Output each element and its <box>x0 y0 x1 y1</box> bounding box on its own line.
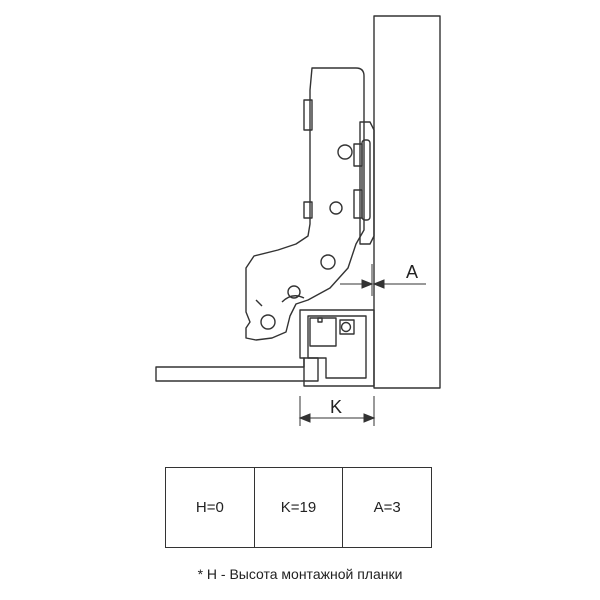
dimension-k <box>298 396 376 426</box>
hinge-arm <box>245 67 365 341</box>
pivot-screw-4 <box>287 285 301 299</box>
spec-cell-k: K=19 <box>253 467 344 548</box>
pivot-screw-3 <box>320 254 336 270</box>
door-panel <box>155 357 319 382</box>
cabinet-side-panel <box>373 15 441 389</box>
spec-cell-h: H=0 <box>165 467 255 548</box>
mounting-plate <box>299 309 375 387</box>
spec-cell-a: A=3 <box>342 467 432 548</box>
dimension-k-label: K <box>330 397 342 417</box>
hinge-mounting-diagram: A K <box>155 15 441 426</box>
dimension-a <box>340 264 426 296</box>
adjustment-plate <box>353 121 375 245</box>
footnote: * H - Высота монтажной планки <box>197 566 403 582</box>
dimension-a-label: A <box>406 262 418 282</box>
pivot-screw-2 <box>329 201 343 215</box>
specification-table: H=0 K=19 A=3 <box>165 467 432 548</box>
pivot-screw-1 <box>337 144 353 160</box>
pivot-screw-5 <box>260 314 276 330</box>
